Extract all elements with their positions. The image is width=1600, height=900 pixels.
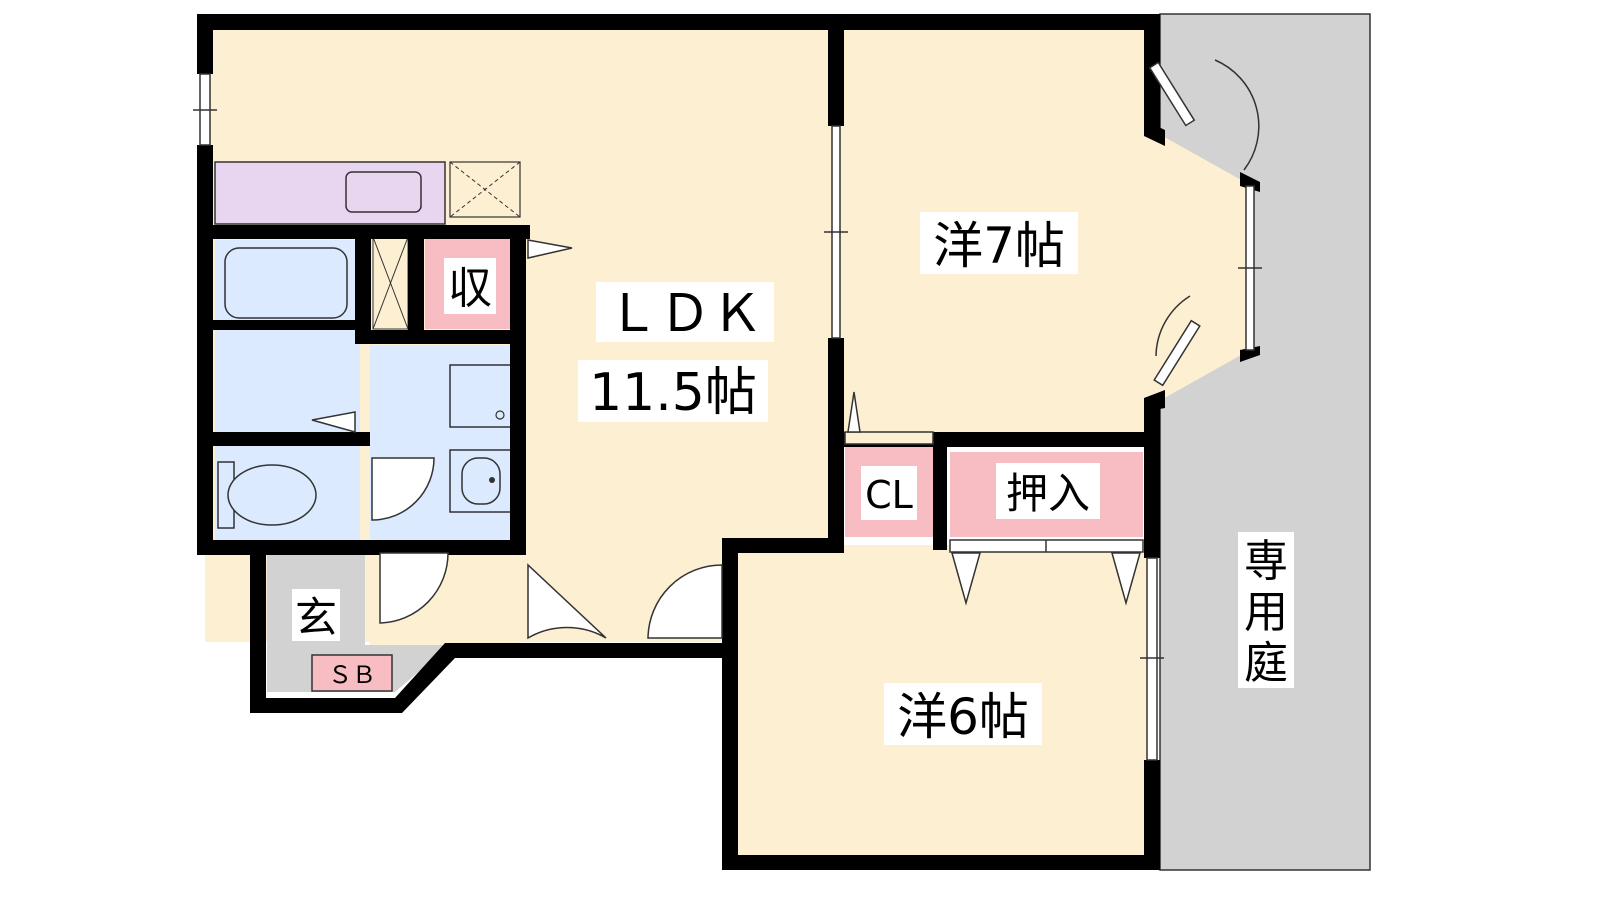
swing-door-icon: [311, 59, 1260, 640]
private-garden: [1159, 13, 1371, 871]
oshiire-label: 押入: [1006, 469, 1090, 518]
closet-label: CL: [865, 473, 913, 517]
private-garden-label-1: 専: [1244, 536, 1288, 587]
window-icon: [193, 73, 1262, 761]
ldk-size: 11.5帖: [589, 363, 757, 423]
western-room-6-label: 洋6帖: [897, 688, 1029, 746]
private-garden-label-2: 用: [1244, 587, 1288, 638]
bathtub-icon: [224, 247, 348, 319]
sink-icon: [345, 171, 422, 213]
private-garden-label-3: 庭: [1244, 638, 1288, 689]
entrance-label: 玄: [295, 593, 337, 642]
shoebox-floor: [311, 654, 393, 692]
walls: [197, 14, 1260, 870]
western-room-7-label: 洋7帖: [933, 217, 1065, 275]
washbasin-icon: [449, 449, 513, 513]
ldk-name: ＬＤＫ: [607, 284, 763, 344]
shoebox-label: ＳＢ: [328, 661, 376, 689]
toilet-icon: [217, 461, 317, 529]
storage-label: 収: [448, 263, 492, 314]
